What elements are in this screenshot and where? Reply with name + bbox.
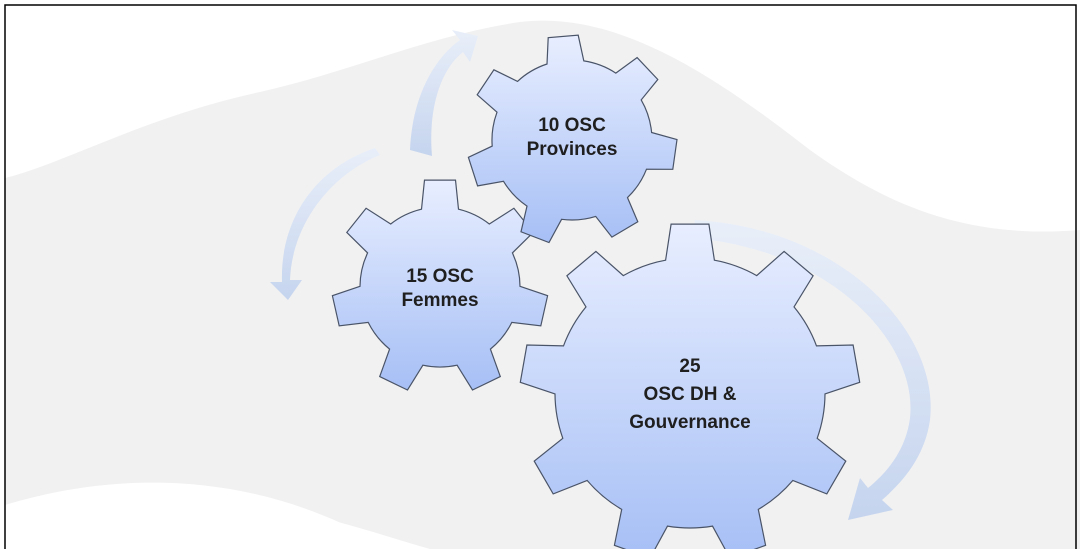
- gear-label-dh-gouvernance-line-1: 25: [679, 356, 701, 377]
- gear-label-provinces-line-1: 10 OSC: [538, 115, 606, 136]
- arrow-top: [410, 30, 478, 156]
- gear-label-provinces-line-2: Provinces: [527, 139, 618, 160]
- gear-femmes: 15 OSC Femmes: [331, 179, 549, 391]
- gear-label-femmes-line-1: 15 OSC: [406, 266, 474, 287]
- frame-border: [4, 4, 1077, 549]
- gear-shape-provinces: [467, 34, 678, 244]
- arrow-left: [270, 148, 380, 300]
- gear-label-femmes-line-2: Femmes: [401, 290, 478, 311]
- gear-label-dh-gouvernance-line-2: OSC DH &: [644, 384, 737, 405]
- gear-label-dh-gouvernance-line-3: Gouvernance: [629, 412, 750, 433]
- gear-provinces: 10 OSC Provinces: [467, 34, 678, 244]
- background-blob-lower: [5, 482, 390, 549]
- cycle-arrows: [270, 30, 931, 520]
- arrow-right: [692, 220, 931, 520]
- gear-shape-dh-gouvernance: [519, 223, 861, 549]
